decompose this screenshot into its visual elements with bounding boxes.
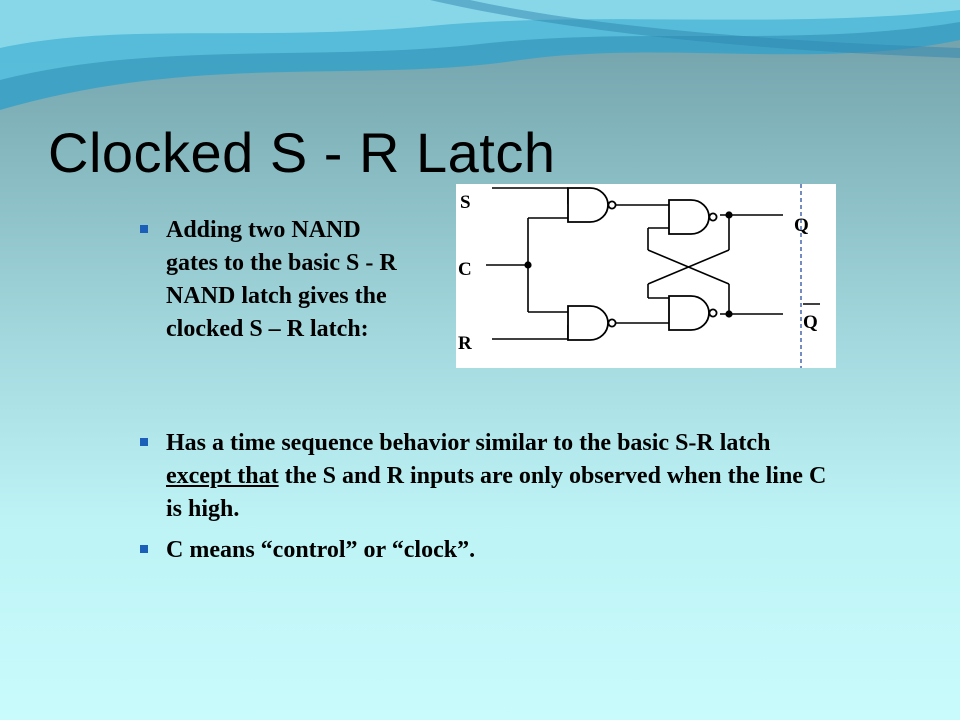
slide-title: Clocked S - R Latch	[48, 121, 556, 184]
bullet-text-before: Has a time sequence behavior similar to …	[166, 430, 771, 456]
underlined-phrase: except that	[166, 463, 279, 489]
junction-q	[725, 211, 733, 219]
nand-bubble-latch-top	[708, 212, 718, 222]
label-q: Q	[794, 215, 809, 236]
bullet-nand-gates: Adding two NAND gates to the basic S - R…	[140, 214, 400, 346]
nand-gate-latch-top	[668, 199, 710, 235]
bullet-c-meaning: C means “control” or “clock”.	[140, 534, 830, 567]
latch-circuit-diagram: S C R Q Q	[456, 184, 836, 368]
bullet-text: Adding two NAND gates to the basic S - R…	[166, 217, 397, 342]
label-c: C	[458, 259, 472, 280]
label-s: S	[460, 192, 471, 213]
bullet-text: C means “control” or “clock”.	[166, 537, 476, 563]
bullet-square-icon	[140, 225, 148, 233]
label-q-bar: Q	[803, 312, 818, 333]
bullet-text: Has a time sequence behavior similar to …	[166, 427, 830, 526]
nand-gate-s	[567, 187, 609, 223]
bullet-square-icon	[140, 545, 148, 553]
circuit-svg: S C R Q Q	[458, 184, 820, 368]
nand-bubble-latch-bottom	[708, 308, 718, 318]
junction-q-bar	[725, 310, 733, 318]
nand-gate-r	[567, 305, 609, 341]
decorative-waves	[0, 0, 960, 110]
nand-gate-latch-bottom	[668, 295, 710, 331]
nand-bubble-s	[607, 200, 617, 210]
junction-c	[524, 261, 532, 269]
nand-bubble-r	[607, 318, 617, 328]
bullet-text-after: the S and R inputs are only observed whe…	[166, 463, 827, 522]
bullet-square-icon	[140, 438, 148, 446]
label-r: R	[458, 333, 472, 354]
bullet-time-sequence: Has a time sequence behavior similar to …	[140, 427, 830, 526]
